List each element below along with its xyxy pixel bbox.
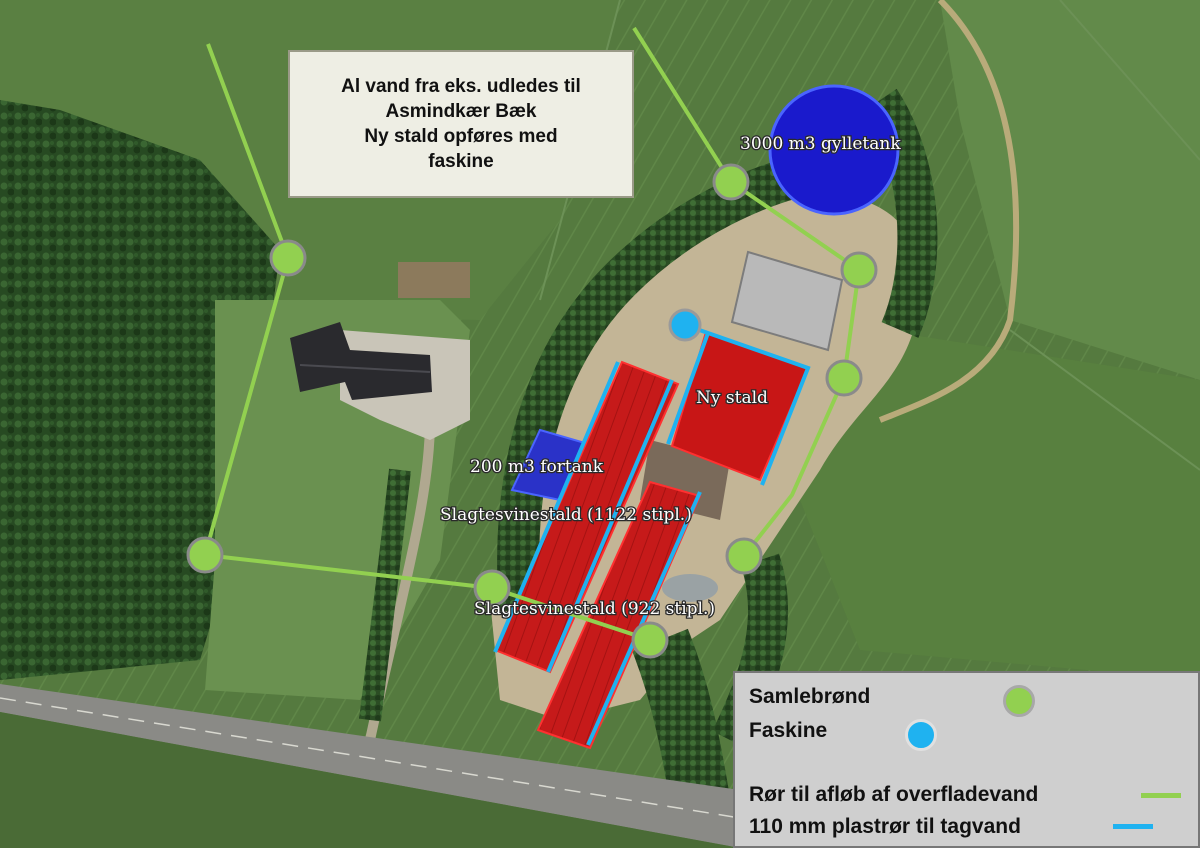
field-east — [800, 330, 1200, 680]
main-road — [0, 684, 740, 848]
notice-line: faskine — [428, 151, 494, 172]
label-gylletank: 3000 m3 gylletank — [740, 134, 901, 154]
shelter-belt — [497, 149, 834, 612]
notice-line: Ny stald opføres med — [364, 126, 558, 147]
roof-water-pipe — [666, 332, 710, 445]
bare-soil-patch — [398, 262, 470, 298]
label-stald-1122: Slagtesvinestald (1122 stipl.) — [440, 505, 692, 525]
label-fortank: 200 m3 fortank — [470, 457, 604, 477]
field-south — [0, 712, 740, 848]
green-circle-icon — [631, 621, 669, 659]
legend-item-surface-pipe: Rør til afløb af overfladevand — [749, 783, 1039, 806]
roof-water-pipe — [546, 379, 674, 673]
notice-box: Al vand fra eks. udledes til Asmindkær B… — [288, 50, 634, 198]
farm-track — [878, 0, 1020, 423]
gylletank — [768, 84, 900, 216]
roof-water-pipe — [493, 361, 620, 653]
green-circle-icon — [840, 251, 878, 289]
green-circle-icon — [712, 163, 750, 201]
shelter-belt — [632, 628, 730, 805]
surface-water-pipe — [632, 26, 862, 558]
label-stald-922: Slagtesvinestald (922 stipl.) — [474, 599, 715, 619]
legend: Samlebrønd Faskine Rør til afløb af over… — [733, 671, 1200, 848]
green-circle-icon — [186, 536, 224, 574]
green-dot-icon — [1003, 685, 1035, 717]
road-marking — [0, 697, 741, 819]
blue-line-icon — [1113, 824, 1153, 829]
notice-line: Al vand fra eks. udledes til — [341, 76, 581, 97]
shelter-belt — [359, 468, 411, 722]
label-ny-stald: Ny stald — [696, 388, 768, 408]
legend-item-faskine: Faskine — [749, 719, 828, 742]
green-circle-icon — [825, 359, 863, 397]
notice-line: Asmindkær Bæk — [385, 101, 537, 122]
silo — [662, 574, 718, 602]
blue-dot-icon — [905, 719, 937, 751]
field-north-east — [940, 0, 1200, 380]
green-line-icon — [1141, 793, 1181, 798]
barn-922 — [536, 480, 702, 750]
existing-barn — [730, 250, 844, 352]
legend-item-roof-pipe: 110 mm plastrør til tagvand — [749, 815, 1021, 838]
legend-item-samlebrond: Samlebrønd — [749, 685, 871, 708]
field-track-line — [1059, 0, 1200, 161]
house-roof — [290, 322, 432, 400]
roof-water-pipe — [586, 491, 702, 746]
blue-circle-icon — [668, 308, 702, 342]
field-track-line — [1009, 329, 1200, 471]
house-ridge — [299, 364, 431, 373]
green-circle-icon — [725, 537, 763, 575]
green-circle-icon — [269, 239, 307, 277]
green-circle-icon — [473, 569, 511, 607]
